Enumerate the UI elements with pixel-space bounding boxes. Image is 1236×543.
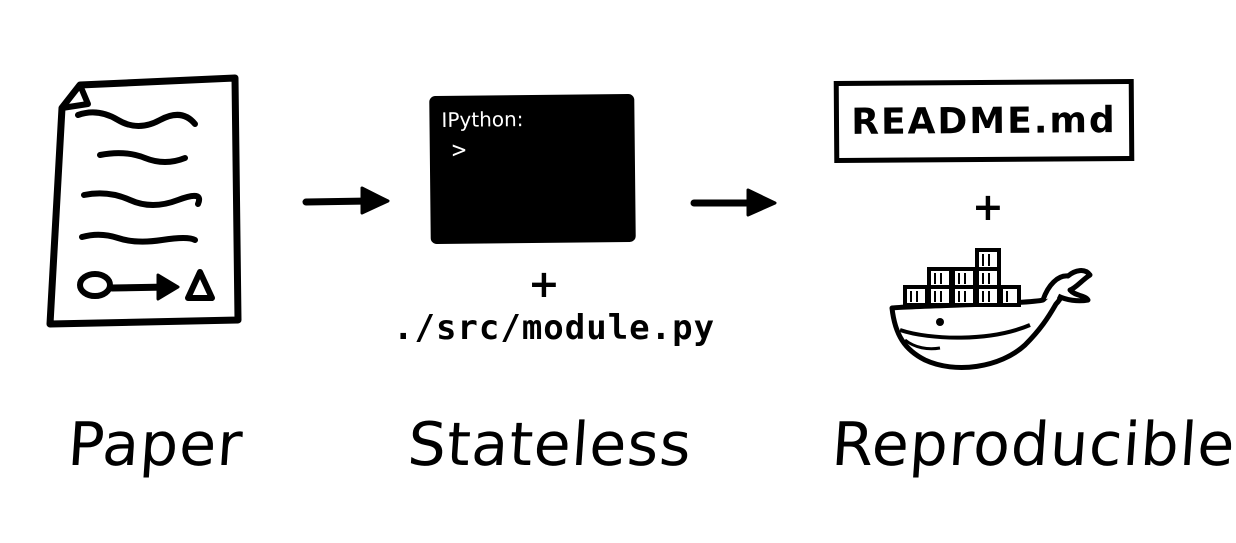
paper-formula-icon <box>77 269 215 301</box>
arrow-right-icon <box>690 188 777 217</box>
ipython-terminal: IPython: > <box>429 93 636 245</box>
stage-label-paper: Paper <box>65 410 246 480</box>
arrow-right-icon <box>302 186 390 215</box>
stage-label-stateless: Stateless <box>405 410 695 480</box>
plus-sign: + <box>972 185 1004 229</box>
docker-whale-icon <box>889 248 1093 370</box>
plus-sign: + <box>528 262 560 306</box>
paper-document-icon <box>46 74 242 328</box>
stage-label-reproducible: Reproducible <box>829 410 1236 480</box>
terminal-title: IPython: <box>441 107 524 132</box>
readme-label: README.md <box>851 99 1117 143</box>
module-path: ./src/module.py <box>393 308 716 348</box>
readme-box: README.md <box>833 78 1135 164</box>
terminal-prompt: > <box>451 135 467 164</box>
